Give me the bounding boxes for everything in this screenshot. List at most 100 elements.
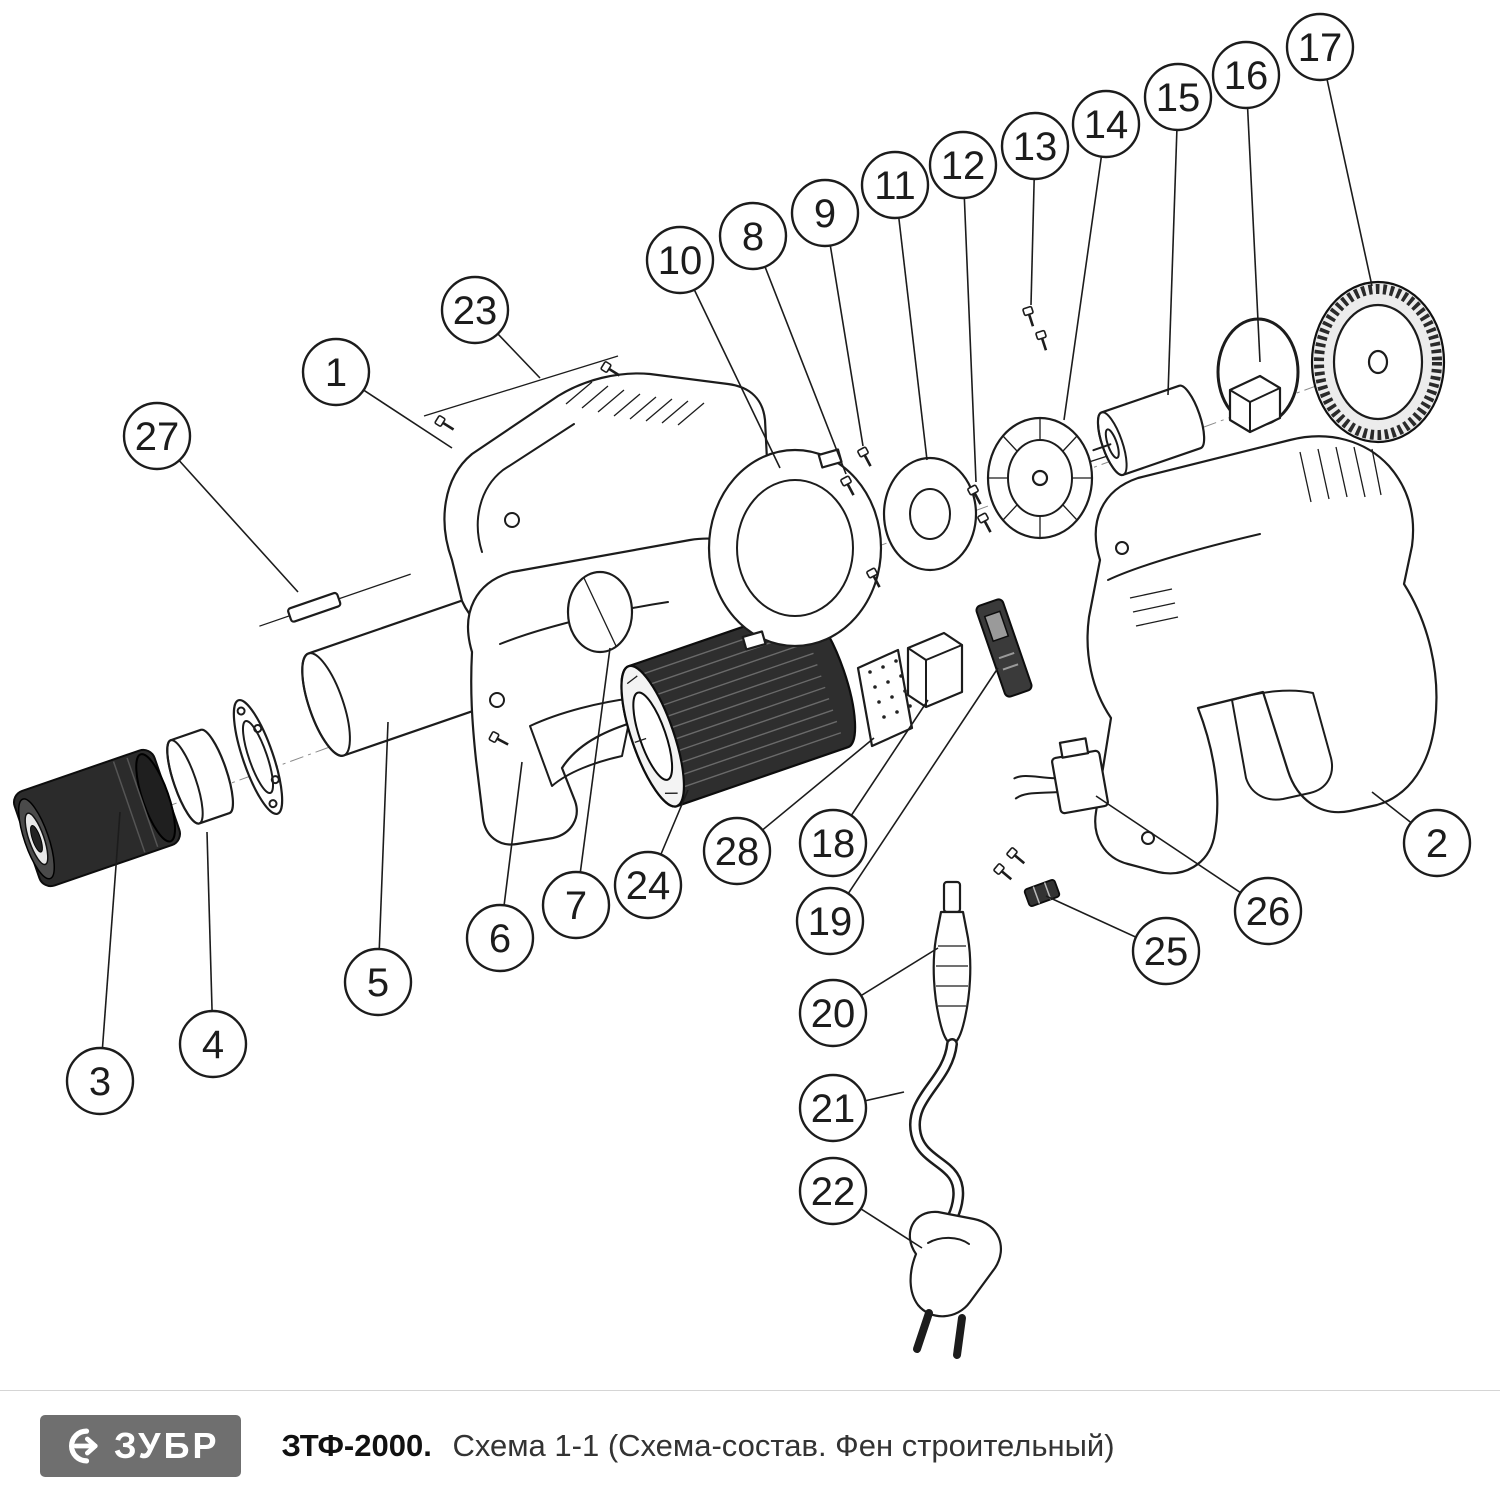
callout-3: 3 — [65, 811, 135, 1116]
callout-number: 11 — [874, 164, 916, 208]
callout-leader-line — [1095, 795, 1269, 912]
part-flange — [232, 698, 284, 816]
part-motor-barrel — [620, 605, 857, 808]
callout-number: 17 — [1298, 26, 1343, 70]
part-mica-plate — [856, 648, 914, 748]
callout-leader-line — [824, 212, 864, 447]
callout-circle — [798, 1156, 868, 1226]
callout-leader-line — [1063, 123, 1107, 421]
callout-number: 18 — [811, 822, 856, 866]
callout-16: 16 — [1211, 40, 1281, 363]
callout-leader-line — [1167, 96, 1179, 396]
callout-circle — [465, 903, 535, 973]
callout-number: 21 — [811, 1087, 856, 1131]
callout-number: 14 — [1084, 103, 1129, 147]
callout-circle — [798, 978, 868, 1048]
callout-28: 28 — [702, 737, 875, 886]
callout-23: 23 — [440, 275, 541, 379]
callout-circle — [122, 401, 192, 471]
callout-21: 21 — [798, 1073, 905, 1143]
callout-18: 18 — [798, 699, 929, 878]
part-knob — [1310, 280, 1446, 444]
callout-circle — [798, 808, 868, 878]
callout-27: 27 — [122, 401, 299, 593]
diagram-canvas: 1234567891011121314151617181920212223242… — [13, 12, 1472, 1359]
callout-number: 27 — [135, 415, 180, 459]
part-plug — [908, 1210, 1002, 1359]
brand-name: ЗУБР — [114, 1424, 220, 1466]
zubr-logo-icon — [69, 1428, 98, 1463]
callout-4: 4 — [178, 831, 248, 1079]
part-fan-housing — [707, 448, 883, 651]
part-ring — [166, 728, 235, 825]
part-pin — [259, 573, 411, 627]
callout-number: 24 — [626, 864, 671, 908]
part-fan — [986, 416, 1127, 540]
callout-number: 25 — [1144, 930, 1189, 974]
part-switch — [1013, 737, 1109, 815]
callout-number: 2 — [1426, 822, 1448, 866]
callout-22: 22 — [798, 1156, 923, 1249]
callout-number: 19 — [808, 900, 853, 944]
part-cord-guard — [932, 880, 972, 1046]
part-washer — [882, 456, 978, 572]
callout-9: 9 — [790, 178, 864, 447]
callout-circle — [613, 850, 683, 920]
callout-leader-line — [1319, 46, 1373, 287]
callout-number: 1 — [325, 351, 347, 395]
part-screw-rail — [423, 355, 619, 417]
callout-leader-line — [894, 184, 928, 461]
callout-circle — [702, 816, 772, 886]
callout-leader-line — [575, 647, 611, 906]
callout-circle — [860, 150, 930, 220]
callout-17: 17 — [1285, 12, 1373, 287]
part-housing-right — [1086, 435, 1438, 875]
callout-circle — [301, 337, 371, 407]
callout-circle — [645, 225, 715, 295]
exploded-view — [13, 280, 1446, 1359]
callout-number: 7 — [565, 884, 587, 928]
callout-15: 15 — [1143, 62, 1213, 396]
diagram-caption: ЗТФ-2000. Схема 1-1 (Схема-состав. Фен с… — [281, 1428, 1114, 1464]
callout-26: 26 — [1095, 795, 1303, 946]
part-seal-ring — [1216, 317, 1300, 434]
callout-circle — [1285, 12, 1355, 82]
callout-number: 28 — [715, 830, 760, 874]
callout-number: 22 — [811, 1170, 856, 1214]
callout-14: 14 — [1063, 89, 1141, 421]
callout-number: 23 — [453, 289, 498, 333]
callout-8: 8 — [718, 201, 847, 475]
callout-circle — [1233, 876, 1303, 946]
part-nozzle — [13, 748, 181, 888]
callout-circle — [795, 886, 865, 956]
callout-number: 5 — [367, 961, 389, 1005]
callout-number: 15 — [1156, 76, 1201, 120]
scheme-title: Схема 1-1 (Схема-состав. Фен строительны… — [452, 1427, 1115, 1463]
zubr-logo: ЗУБР — [40, 1414, 242, 1477]
callout-circle — [343, 947, 413, 1017]
callout-12: 12 — [928, 130, 998, 483]
callout-1: 1 — [301, 337, 453, 449]
callout-25: 25 — [1045, 895, 1201, 986]
callout-20: 20 — [798, 947, 939, 1048]
callout-leader-line — [679, 259, 781, 469]
callout-number: 20 — [811, 992, 856, 1036]
callout-leader-line — [829, 667, 999, 922]
callout-leader-line — [377, 721, 389, 983]
callout-circle — [541, 870, 611, 940]
callout-circle — [440, 275, 510, 345]
model-number: ЗТФ-2000. — [281, 1427, 432, 1463]
callout-10: 10 — [645, 225, 781, 469]
callout-19: 19 — [795, 667, 999, 956]
callout-circle — [718, 201, 788, 271]
callout-leader-line — [962, 164, 977, 483]
callout-circle — [798, 1073, 868, 1143]
callout-leader-line — [1245, 74, 1261, 363]
callout-5: 5 — [343, 721, 413, 1017]
footer: ЗУБР ЗТФ-2000. Схема 1-1 (Схема-состав. … — [0, 1390, 1500, 1500]
part-slide-switch — [975, 598, 1033, 698]
callout-leader-line — [99, 811, 121, 1082]
part-motor — [1092, 384, 1206, 477]
